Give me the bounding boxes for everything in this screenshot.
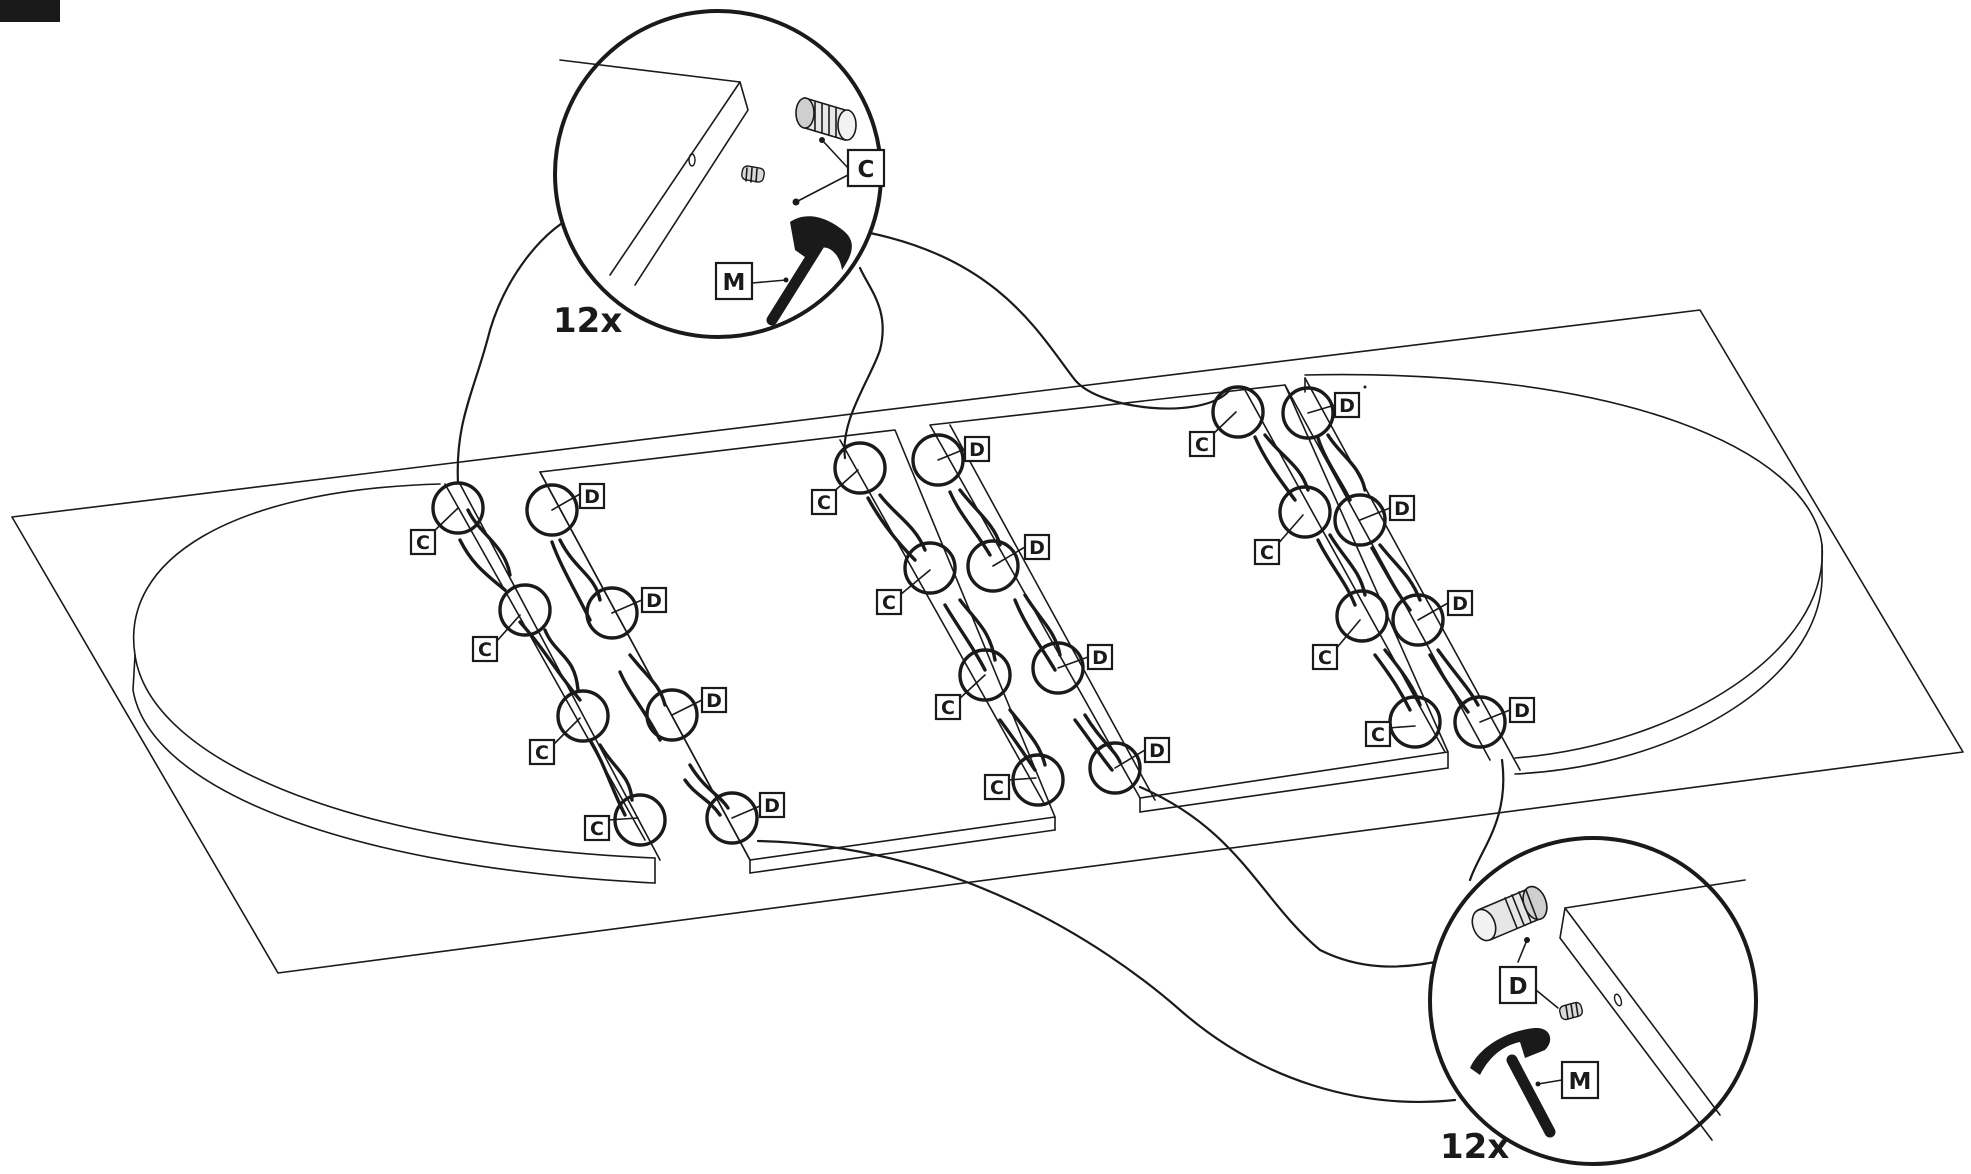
label-d-10: D — [1388, 494, 1416, 522]
label-d-9: D — [1333, 391, 1361, 419]
panel-2 — [929, 384, 1449, 813]
svg-text:D: D — [1029, 537, 1045, 559]
svg-text:C: C — [416, 532, 430, 554]
svg-text:D: D — [646, 590, 662, 612]
svg-text:D: D — [1092, 647, 1108, 669]
svg-text:D: D — [764, 795, 780, 817]
top-detail-inset: C M 12x — [553, 9, 886, 341]
small-dowel-icon — [741, 165, 765, 183]
bottom-detail-count: 12x — [1440, 1127, 1509, 1167]
small-cam-bolt-icon — [1558, 1001, 1584, 1021]
corner-marker — [0, 0, 60, 22]
svg-text:M: M — [1569, 1069, 1592, 1095]
marker-circles-c — [431, 385, 1442, 847]
leader-to-bottom-detail — [756, 758, 1505, 1103]
dowel-c-icon — [795, 96, 857, 142]
svg-text:D: D — [1339, 395, 1355, 417]
label-d-1: D — [578, 482, 606, 510]
top-detail-count: 12x — [553, 301, 622, 341]
cam-d-icon — [1471, 885, 1548, 942]
svg-text:C: C — [941, 697, 955, 719]
label-c-2: C — [471, 635, 499, 663]
svg-text:C: C — [1260, 542, 1274, 564]
chain-d3 — [1316, 433, 1480, 714]
svg-text:C: C — [882, 592, 896, 614]
label-d-bottom-detail: D — [1498, 965, 1538, 1005]
label-d-6: D — [1023, 533, 1051, 561]
label-d-4: D — [758, 791, 786, 819]
svg-text:C: C — [535, 742, 549, 764]
svg-text:D: D — [1508, 974, 1527, 1000]
label-m-bottom-detail: M — [1560, 1060, 1600, 1100]
svg-text:C: C — [478, 639, 492, 661]
label-c-11: C — [1311, 643, 1339, 671]
svg-text:M: M — [723, 270, 746, 296]
label-c-group: C C C C C C C C C C C C — [409, 430, 1392, 842]
label-c-7: C — [934, 693, 962, 721]
label-c-1: C — [409, 528, 437, 556]
oval-table-top — [132, 373, 1823, 884]
label-d-3: D — [700, 686, 728, 714]
label-c-10: C — [1253, 538, 1281, 566]
chain-d1 — [550, 538, 730, 817]
label-c-4: C — [583, 814, 611, 842]
label-m-top-detail: M — [714, 261, 754, 301]
svg-text:C: C — [1371, 724, 1385, 746]
bottom-detail-inset: D M 12x — [1428, 836, 1758, 1167]
label-c-3: C — [528, 738, 556, 766]
chain-d2 — [948, 488, 1122, 772]
svg-text:D: D — [706, 690, 722, 712]
svg-text:C: C — [817, 492, 831, 514]
label-d-11: D — [1446, 589, 1474, 617]
svg-text:D: D — [1514, 700, 1530, 722]
svg-text:C: C — [858, 157, 875, 183]
label-c-6: C — [875, 588, 903, 616]
hammer-icon — [1470, 1027, 1556, 1138]
svg-text:C: C — [590, 818, 604, 840]
svg-text:C: C — [1318, 647, 1332, 669]
label-c-top-detail: C — [846, 148, 886, 188]
svg-text:D: D — [584, 486, 600, 508]
label-d-5: D — [963, 435, 991, 463]
label-c-5: C — [810, 488, 838, 516]
label-d-group: D D D D D D D D D D D D — [578, 391, 1536, 819]
svg-text:D: D — [969, 439, 985, 461]
rail-strip-c2 — [839, 439, 1046, 806]
label-c-12: C — [1364, 720, 1392, 748]
svg-text:C: C — [1195, 434, 1209, 456]
svg-text:C: C — [990, 777, 1004, 799]
svg-text:D: D — [1452, 593, 1468, 615]
svg-text:D: D — [1149, 740, 1165, 762]
label-d-2: D — [640, 586, 668, 614]
label-c-9: C — [1188, 430, 1216, 458]
label-d-7: D — [1086, 643, 1114, 671]
label-c-8: C — [983, 773, 1011, 801]
board-sheet — [11, 309, 1964, 974]
panel-3 — [1284, 377, 1521, 771]
leader-to-top-detail — [456, 210, 1230, 485]
label-d-8: D — [1143, 736, 1171, 764]
label-d-12: D — [1508, 696, 1536, 724]
svg-text:D: D — [1394, 498, 1410, 520]
hammer-icon — [766, 216, 852, 326]
marker-circles-d — [525, 386, 1507, 845]
chain-c3 — [1253, 433, 1422, 712]
